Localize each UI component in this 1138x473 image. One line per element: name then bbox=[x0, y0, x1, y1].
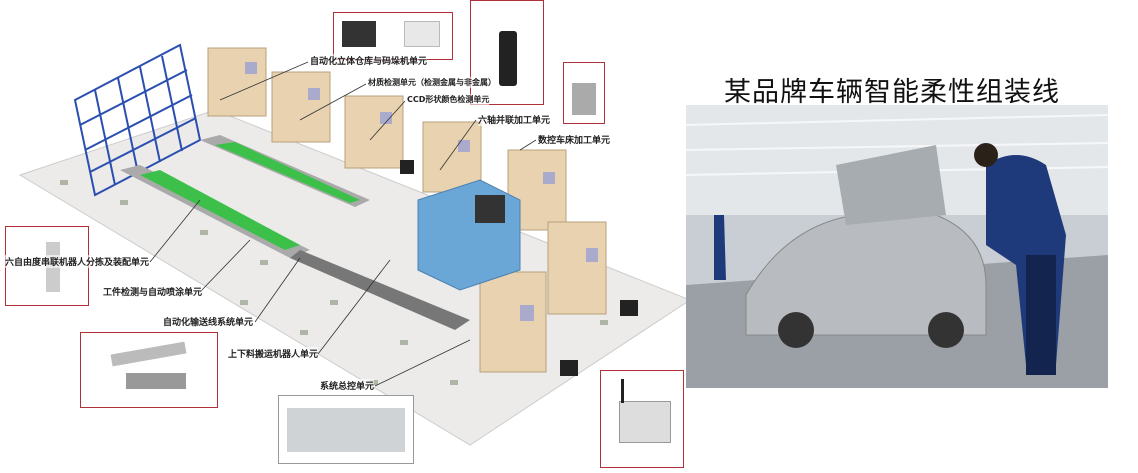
label-inspection: 工件检测与自动喷涂单元 bbox=[103, 285, 203, 298]
assembly-line-photo bbox=[685, 105, 1109, 388]
wireless-module-inset bbox=[600, 370, 684, 468]
ccd-camera-inset bbox=[470, 0, 544, 105]
label-conveyor: 自动化输送线系统单元 bbox=[163, 315, 254, 328]
plc-inset bbox=[278, 395, 414, 464]
label-serial-robot: 六自由度串联机器人分拣及装配单元 bbox=[5, 255, 150, 268]
cylinder-inset bbox=[80, 332, 218, 408]
label-ccd: CCD形状颜色检测单元 bbox=[407, 94, 490, 105]
page-title: 某品牌车辆智能柔性组装线 bbox=[724, 77, 1060, 108]
cabinet-screens bbox=[245, 62, 598, 321]
conveyor bbox=[120, 135, 470, 330]
label-loading-robot: 上下料搬运机器人单元 bbox=[228, 347, 319, 360]
factory-floor-drawing bbox=[18, 43, 692, 446]
label-material: 材质检测单元（检测金属与非金属） bbox=[368, 77, 496, 88]
sensor-inset bbox=[333, 12, 453, 60]
chairs bbox=[400, 160, 638, 376]
control-cabinets bbox=[207, 47, 607, 373]
label-control: 系统总控单元 bbox=[320, 379, 375, 392]
cnc-machine bbox=[417, 179, 521, 291]
label-warehouse: 自动化立体仓库与码垛机单元 bbox=[310, 54, 428, 67]
assembly-photo-drawing bbox=[685, 105, 1109, 388]
label-parallel: 六轴并联加工单元 bbox=[478, 113, 551, 126]
leader-lines bbox=[149, 61, 537, 387]
label-cnc: 数控车床加工单元 bbox=[538, 133, 611, 146]
gripper-inset bbox=[563, 62, 605, 124]
production-line-illustration: 自动化立体仓库与码垛机单元 材质检测单元（检测金属与非金属） CCD形状颜色检测… bbox=[5, 0, 692, 468]
